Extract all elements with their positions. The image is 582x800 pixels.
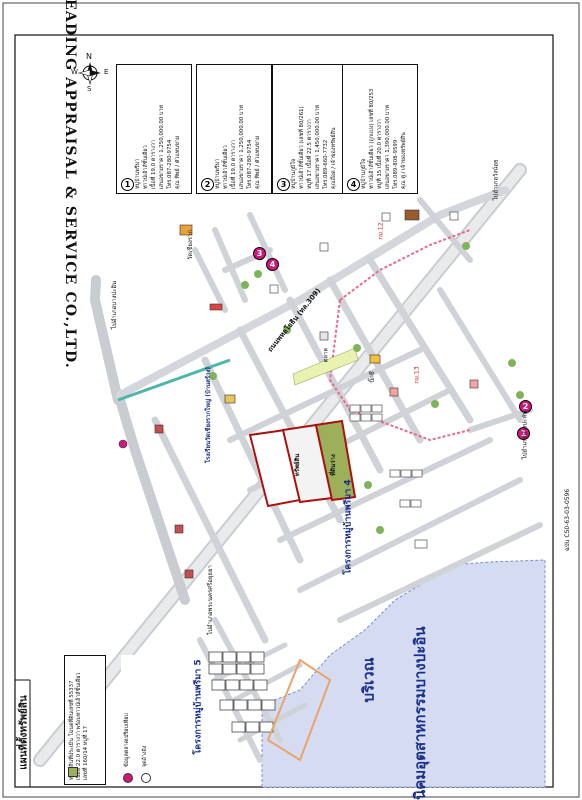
village-5-label: โครงการหมู่บ้านพรีมา 5	[193, 659, 204, 755]
comparable-1-line5: โทร.087-280-9754	[167, 139, 173, 189]
map-title: แผนที่ตั้งทรัพย์สิน	[18, 695, 30, 770]
map-marker-1: 1	[517, 427, 530, 440]
village-4-blocks	[349, 404, 423, 508]
road-network	[33, 163, 543, 767]
compass-w: W	[71, 68, 78, 76]
comparable-2-line1: หมู่บ้านพรีมา	[215, 158, 221, 189]
map-marker-2: 2	[519, 400, 532, 413]
vacant-plot-label: ที่ดินว่าง	[329, 454, 337, 476]
to-bangpahan-label: ไปอำเภอบางปะหัน	[521, 410, 529, 460]
comparable-3-line1: หมู่บ้านภูมิใจ	[291, 158, 297, 189]
km-marker-b: กม.13	[413, 366, 421, 384]
comparable-3-line2: ทาวน์เฮ้าส์ชั้นเดียว (เลขที่ 80/261)	[299, 106, 305, 189]
compass-n: N	[86, 52, 92, 61]
village-5-blocks	[208, 651, 276, 733]
legend-landmark: จุดอ้างอิง	[142, 745, 148, 767]
legend-subject-swatch	[68, 767, 78, 777]
canal-road	[117, 358, 231, 402]
comparable-2-line4: เสนอขายราคา 1,250,000.00 บาท	[239, 105, 245, 189]
map-marker-4: 4	[266, 258, 279, 271]
tree-symbols	[209, 242, 524, 534]
industrial-estate-area	[261, 559, 546, 788]
subject-site	[248, 419, 357, 508]
to-wangnoi-label: ไปอำเภอวังน้อย	[492, 159, 500, 201]
legend-subject-line3: เลขที่ 160/14 หมู่ที่ 17	[83, 725, 89, 780]
comparable-4-line4: เสนอขายราคา 1,390,000.00 บาท	[385, 105, 391, 189]
comparable-box-4: 4 หมู่บ้านภูมิใจ ทาวน์เฮ้าส์ชั้นเดียว (ถ…	[342, 64, 418, 194]
comparable-number-3: 3	[277, 178, 290, 191]
comparable-3-line4: เสนอขายราคา 1,450,000.00 บาท	[315, 105, 321, 189]
legend-comparable-dot	[123, 773, 133, 783]
industrial-estate-label-1: บริเวณ	[359, 657, 378, 703]
comparable-4-line5: โทร.089-808-9599	[393, 139, 399, 189]
comparable-2-line2: ทาวน์เฮ้าส์ชั้นเดียว	[223, 145, 229, 189]
temple-label: วัดเชียงราก	[187, 229, 195, 261]
comparable-1-line4: เสนอขายราคา 1,250,000.00 บาท	[159, 105, 165, 189]
village-4-label: โครงการหมู่บ้านพรีมา 4	[343, 479, 354, 575]
comparable-1-line3: เนื้อที่ 19.0 ตารางวา	[151, 140, 157, 189]
subject-plot-label: ทรัพย์สิน	[294, 453, 302, 477]
to-ayutthaya-label: ไปอำเภอพระนครศรีอยุธยา	[206, 565, 214, 635]
comparable-1-line2: ทาวน์เฮ้าส์ชั้นเดียว	[143, 145, 149, 189]
to-bangpain-label: ไปอำเภอบางปะอิน	[111, 280, 119, 330]
comparable-4-line6: คุณ ตู่ / เจ้าของทรัพย์สิน	[401, 132, 407, 189]
comparable-4-line3: หมู่ที่ 15 เนื้อที่ 20.0 ตารางวา	[377, 119, 383, 189]
comparable-number-2: 2	[201, 178, 214, 191]
comparable-2-line5: โทร.087-280-9754	[247, 139, 253, 189]
compass-e: E	[104, 68, 109, 76]
legend-box: ทรัพย์สินที่ประเมิน โฉนดที่ดินเลขที่ 553…	[64, 655, 106, 785]
market-label: ตลาด	[322, 347, 330, 363]
comparable-box-3: 3 หมู่บ้านภูมิใจ ทาวน์เฮ้าส์ชั้นเดียว (เ…	[272, 64, 348, 194]
company-name: LEADING APPRAISAL & SERVICE CO.,LTD.	[62, 0, 78, 369]
comparable-3-line3: หมู่ที่ 17 เนื้อที่ 22.5 ตารางวา	[307, 119, 313, 189]
comparable-4-line1: หมู่บ้านภูมิใจ	[361, 158, 367, 189]
comparable-1-line1: หมู่บ้านพรีมา	[135, 158, 141, 189]
legend-landmark-dot	[141, 773, 151, 783]
landmark-icons	[154, 209, 479, 579]
school-label: โรงเรียนวัดเชียงรากใหญ่ (บ้านสร้าง)	[205, 366, 213, 464]
bigc-label: บิ๊กซี	[368, 371, 376, 383]
legend-subject-line1: ทรัพย์สินที่ประเมิน โฉนดที่ดินเลขที่ 553…	[69, 680, 75, 780]
industrial-estate-label-2: นิคมอุตสาหกรรมบางปะอิน	[411, 626, 429, 800]
compass-s: S	[87, 85, 92, 93]
km-marker-a: กม.12	[377, 222, 385, 240]
compass-rose	[77, 62, 101, 86]
access-route	[339, 229, 471, 301]
comparable-number-1: 1	[121, 178, 134, 191]
comparable-box-2: 2 หมู่บ้านพรีมา ทาวน์เฮ้าส์ชั้นเดียว เนื…	[196, 64, 272, 194]
map-marker-3: 3	[253, 247, 266, 260]
comparable-1-line6: คุณ ทิพย์ / ตัวแทนขาย	[175, 136, 181, 189]
legend-comparables: ข้อมูลตลาดเปรียบเทียบ	[124, 713, 130, 767]
orange-parcel	[266, 658, 332, 762]
comparable-4-line2: ทาวน์เฮ้าส์ชั้นเดียว (ถูกแบ่ง) เลขที่ 80…	[369, 88, 375, 189]
comparable-box-1: 1 หมู่บ้านพรีมา ทาวน์เฮ้าส์ชั้นเดียว เนื…	[116, 64, 192, 194]
legend-subject-line2: เนื้อที่ 22.0 ตารางวา พร้อมทาวน์เฮ้าส์ชั…	[76, 672, 82, 780]
comparable-3-line5: โทร.089-660-7732	[323, 139, 329, 189]
legend-markers: ข้อมูลตลาดเปรียบเทียบ จุดอ้างอิง	[121, 655, 157, 783]
page-reference: ฉบับ CS0-63-03-0596	[564, 488, 572, 552]
comparable-2-line3: เนื้อที่ 19.0 ตารางวา	[231, 140, 237, 189]
comparable-2-line6: คุณ ทิพย์ / ตัวแทนขาย	[255, 136, 261, 189]
comparable-number-4: 4	[347, 178, 360, 191]
comparable-markers	[118, 251, 265, 449]
comparable-3-line6: คุณอ๊อด / เจ้าของทรัพย์สิน	[331, 127, 337, 189]
